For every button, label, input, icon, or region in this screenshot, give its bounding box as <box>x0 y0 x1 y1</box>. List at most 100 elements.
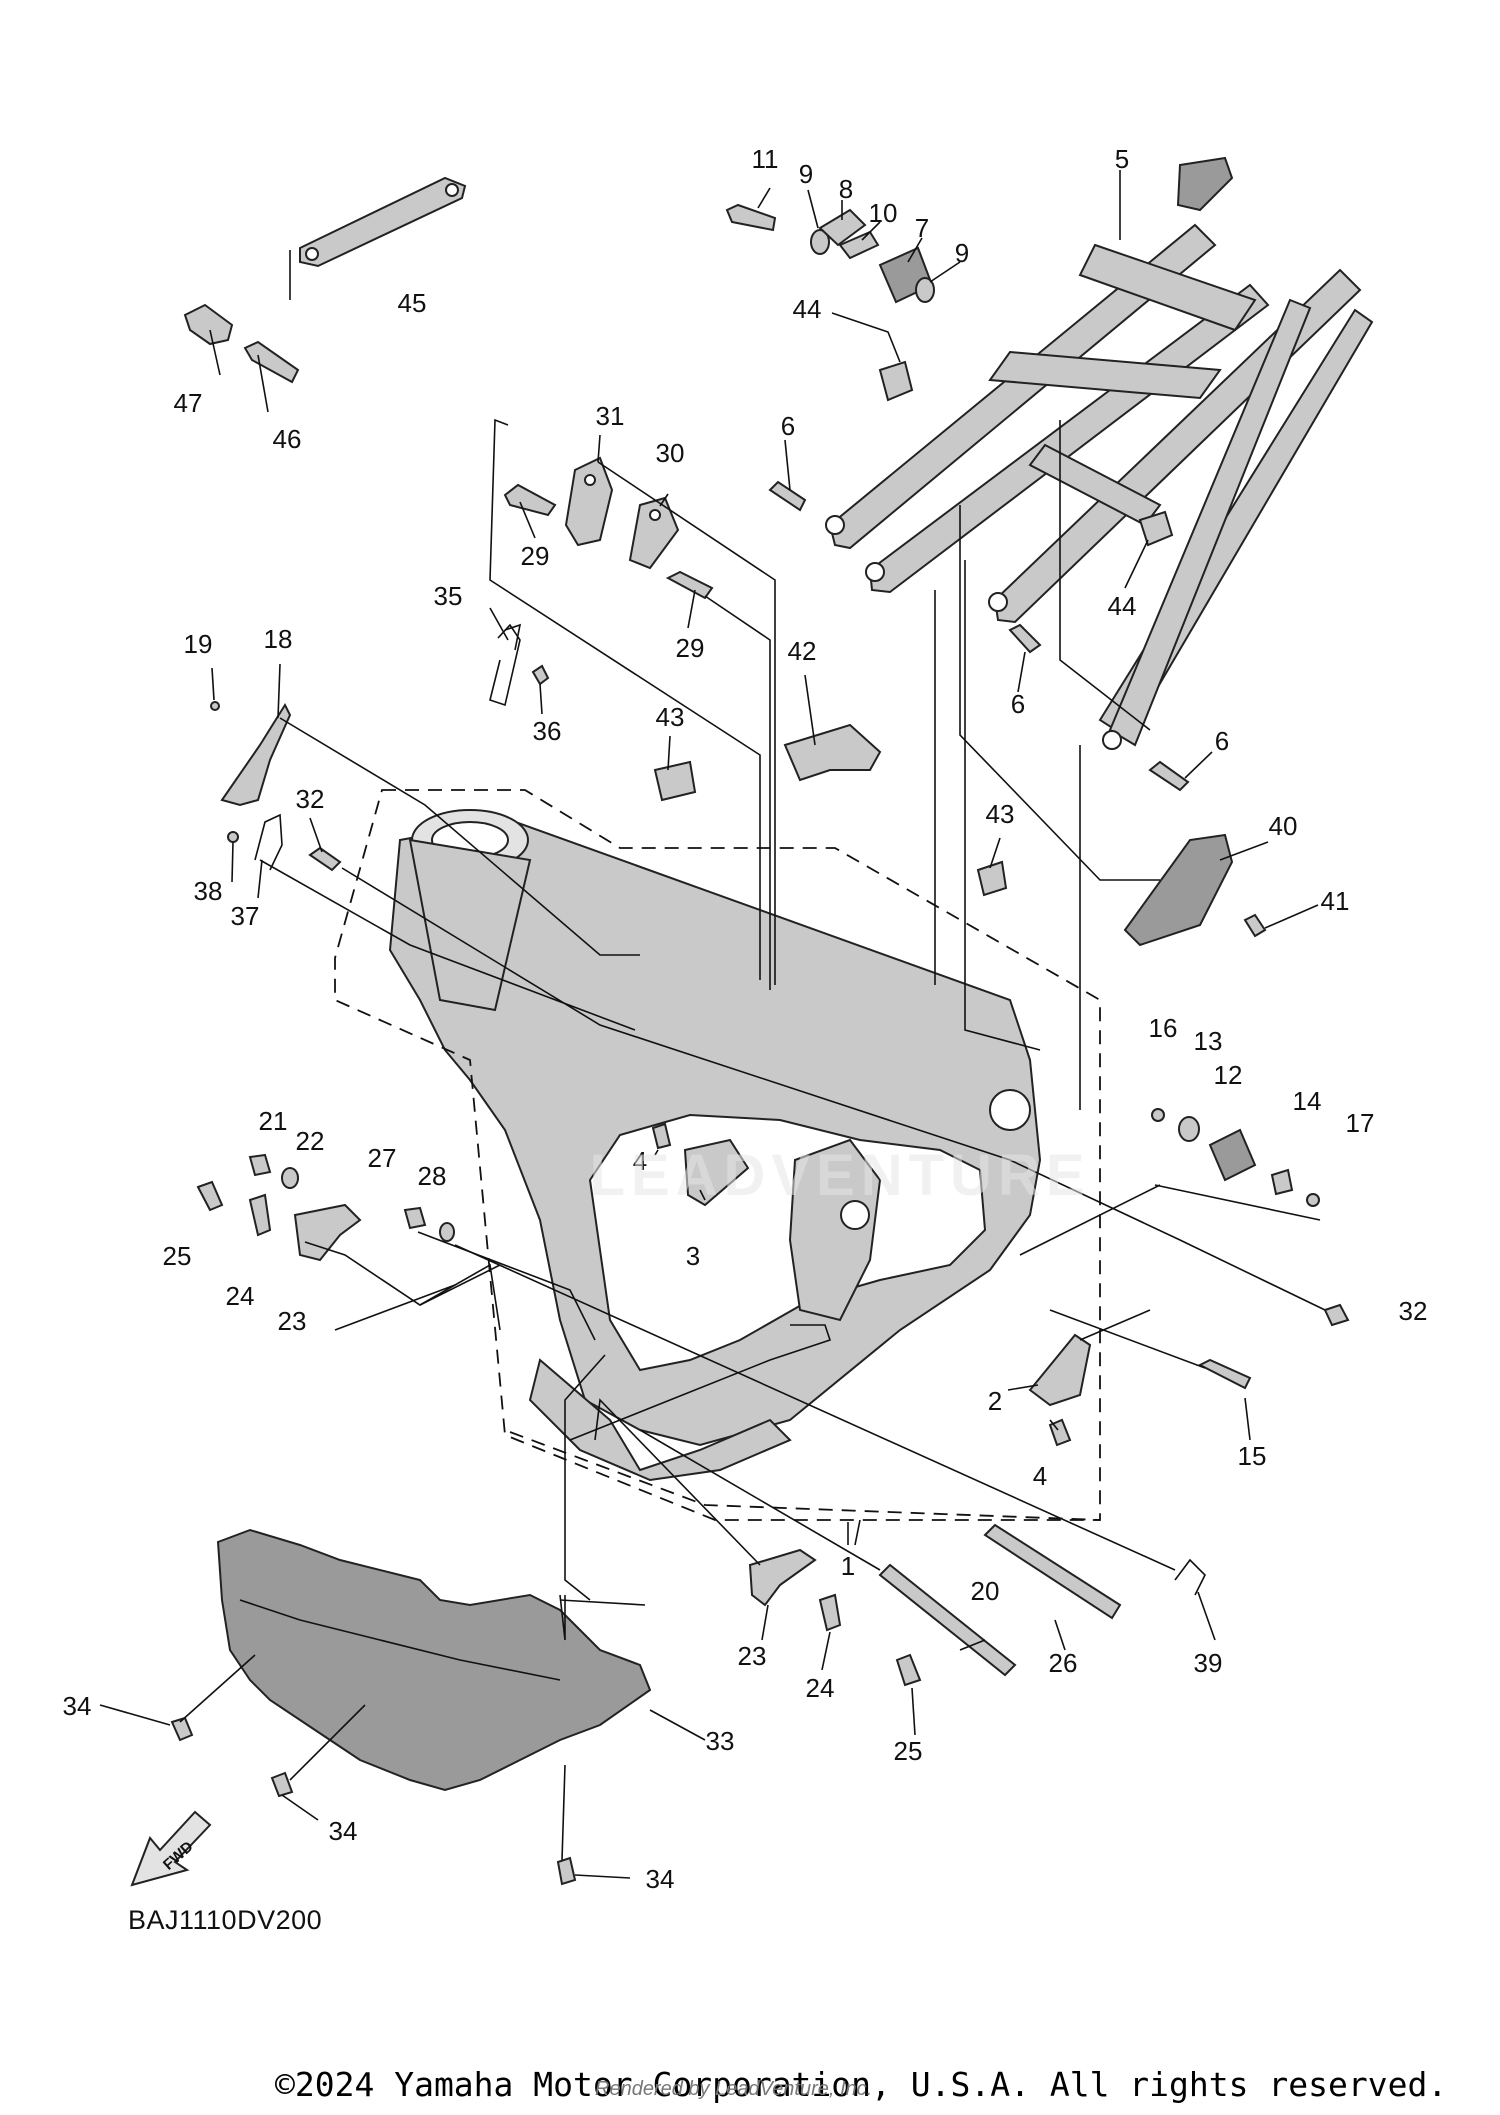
part-27-nut <box>403 1206 427 1230</box>
part-21-nut <box>248 1153 272 1177</box>
callout-44-right: 44 <box>1108 591 1137 621</box>
part-47-bolt <box>183 303 234 346</box>
part-23-bracket-b <box>748 1548 817 1607</box>
callout-labels: 1 2 3 4 4 5 6 6 6 7 8 9 9 10 11 12 13 14… <box>63 144 1428 1894</box>
callout-14: 14 <box>1293 1086 1322 1116</box>
callout-34-middle: 34 <box>329 1816 358 1846</box>
callout-2: 2 <box>988 1386 1002 1416</box>
part-31-bracket <box>564 456 614 547</box>
callout-21: 21 <box>259 1106 288 1136</box>
part-37-clip <box>254 813 283 871</box>
part-6-bolt-c <box>1148 760 1190 792</box>
part-4-bolt-a <box>651 1122 672 1150</box>
part-2-bracket <box>1028 1333 1092 1407</box>
callout-22: 22 <box>296 1126 325 1156</box>
callout-40: 40 <box>1269 811 1298 841</box>
callout-45: 45 <box>398 288 427 318</box>
part-26-bolt <box>983 1523 1122 1620</box>
callout-6-right: 6 <box>1215 726 1229 756</box>
part-30-bracket <box>628 496 680 570</box>
callout-43-left: 43 <box>656 702 685 732</box>
callout-27: 27 <box>368 1143 397 1173</box>
callout-10: 10 <box>869 198 898 228</box>
callout-35: 35 <box>434 581 463 611</box>
callout-15: 15 <box>1238 1441 1267 1471</box>
part-3-bracket <box>683 1138 750 1207</box>
callout-36: 36 <box>533 716 562 746</box>
callout-8: 8 <box>839 174 853 204</box>
part-13-washer <box>1178 1116 1200 1142</box>
part-6-bolt-b <box>1008 623 1042 654</box>
callout-3: 3 <box>686 1241 700 1271</box>
callout-12: 12 <box>1214 1060 1243 1090</box>
callout-6-mid: 6 <box>1011 689 1025 719</box>
callout-28: 28 <box>418 1161 447 1191</box>
callout-5: 5 <box>1115 144 1129 174</box>
callout-34-bottom: 34 <box>646 1864 675 1894</box>
part-25-bolt-a <box>196 1180 224 1212</box>
callout-16: 16 <box>1149 1013 1178 1043</box>
part-5-rear-subframe <box>825 156 1374 750</box>
callout-17: 17 <box>1346 1108 1375 1138</box>
callout-41: 41 <box>1321 886 1350 916</box>
callout-39: 39 <box>1194 1648 1223 1678</box>
callout-25-bottom: 25 <box>894 1736 923 1766</box>
part-22-washer <box>281 1167 299 1189</box>
part-32-bolt-b <box>1323 1303 1350 1327</box>
part-16-nut <box>1151 1108 1165 1122</box>
part-29-bolt-b <box>665 570 714 600</box>
part-15-bolt <box>1197 1358 1252 1390</box>
part-24-plate-a <box>248 1193 272 1237</box>
callout-32-right: 32 <box>1399 1296 1428 1326</box>
part-39-clip <box>1174 1558 1206 1596</box>
part-38-screw <box>227 831 239 843</box>
callout-46: 46 <box>273 424 302 454</box>
callout-42: 42 <box>788 636 817 666</box>
render-credit: Rendered by LeadVenture, Inc. <box>595 2078 873 2100</box>
part-20-bolt <box>878 1563 1017 1677</box>
part-46-pin <box>243 340 300 384</box>
part-28-washer <box>439 1222 455 1242</box>
callout-7: 7 <box>915 213 929 243</box>
frame-assembly-boundary <box>334 789 1101 1521</box>
part-32-bolt-a <box>308 846 342 872</box>
callout-4-right: 4 <box>1033 1461 1047 1491</box>
part-44-clip-a <box>878 360 914 402</box>
part-9-washer-b <box>915 277 935 303</box>
callout-13: 13 <box>1194 1026 1223 1056</box>
callout-24-bottom: 24 <box>806 1673 835 1703</box>
callout-44-top: 44 <box>793 294 822 324</box>
part-24-plate-b <box>818 1593 842 1632</box>
part-11-bolt <box>725 203 777 232</box>
callout-20: 20 <box>971 1576 1000 1606</box>
part-9-washer-a <box>810 229 830 255</box>
copyright-notice: ©2024 Yamaha Motor Corporation, U.S.A. A… <box>275 2065 1448 2104</box>
part-43-clip-a <box>653 760 697 802</box>
watermark: LEADVENTURE <box>589 1143 1090 1208</box>
part-25-bolt-b <box>895 1653 922 1687</box>
part-34-bolt-a <box>170 1716 194 1742</box>
callout-1: 1 <box>841 1551 855 1581</box>
part-42-guard <box>783 723 882 782</box>
part-14-collar <box>1270 1168 1294 1196</box>
part-34-bolt-c <box>556 1856 577 1886</box>
part-19-screw <box>210 701 220 711</box>
callout-29-left: 29 <box>521 541 550 571</box>
part-33-skid-plate <box>216 1528 652 1792</box>
callout-32-left: 32 <box>296 784 325 814</box>
callout-11: 11 <box>752 144 779 174</box>
part-34-bolt-b <box>270 1771 294 1798</box>
part-44-clip-b <box>1138 510 1174 547</box>
part-6-bolt-a <box>768 480 807 512</box>
callout-23-left: 23 <box>278 1306 307 1336</box>
part-41-bolt <box>1243 913 1267 938</box>
part-23-bracket-a <box>293 1203 362 1262</box>
part-43-clip-b <box>976 860 1008 897</box>
callout-9-left: 9 <box>799 159 813 189</box>
callout-26: 26 <box>1049 1648 1078 1678</box>
callout-19: 19 <box>184 629 213 659</box>
callout-30: 30 <box>656 438 685 468</box>
callout-37: 37 <box>231 901 260 931</box>
part-40-chain-guide <box>1123 833 1234 947</box>
